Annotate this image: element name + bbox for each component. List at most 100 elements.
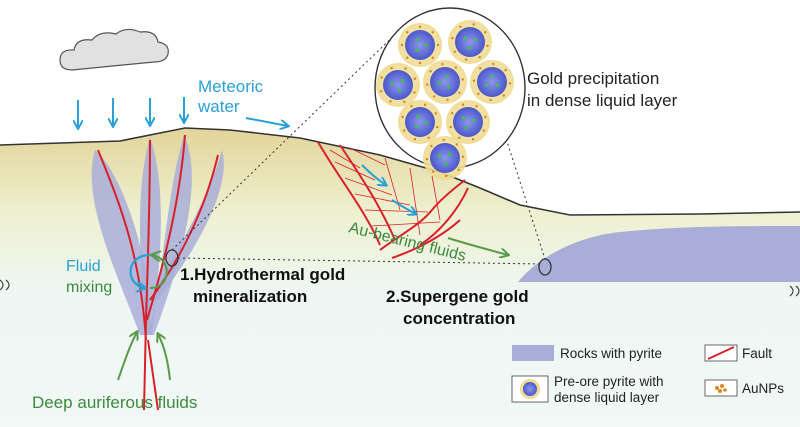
aunp-dot — [472, 23, 476, 26]
gold-nanoparticle — [415, 114, 420, 119]
pyrite-grain — [405, 107, 435, 137]
legend-fault-swatch — [707, 346, 735, 360]
gold-nanoparticle — [447, 152, 452, 157]
aunp-dot — [401, 115, 404, 119]
aunp-dot — [504, 69, 507, 72]
aunp-dot — [431, 31, 434, 34]
gold-nanoparticle — [446, 84, 451, 89]
aunp-dot — [406, 56, 409, 59]
gold-nanoparticle — [414, 124, 419, 129]
aunp-dot — [508, 82, 512, 85]
aunp-dot — [429, 69, 432, 73]
aunp-dot — [458, 91, 461, 95]
aunp-dot — [454, 66, 458, 69]
legend-aunps-label: AuNPs — [742, 381, 784, 396]
supergene-label-2: concentration — [403, 309, 515, 328]
pyrite-grain — [455, 27, 485, 57]
pyrite-grain — [430, 67, 460, 97]
aunp-cluster-icon — [715, 384, 727, 393]
deep-fluid-arrows — [117, 332, 171, 381]
rocks-with-pyrite-body — [518, 226, 800, 282]
aunp-dot — [431, 56, 434, 59]
aunp-dot — [453, 50, 457, 53]
fluid-mixing-label-2: mixing — [66, 279, 112, 296]
gold-nanoparticle — [463, 36, 468, 41]
gold-nanoparticle — [415, 48, 419, 52]
fault-zone — [317, 141, 469, 259]
aunp-dot — [459, 25, 462, 29]
supergene-label-1: 2.Supergene gold — [386, 287, 529, 306]
meteoric-water-label-2: water — [197, 97, 240, 116]
aunp-dot — [431, 170, 435, 173]
gold-nanoparticle — [464, 125, 469, 130]
pyrite-grain-cluster — [376, 20, 514, 180]
aunp-dot — [400, 43, 404, 47]
aunp-dot — [418, 25, 422, 29]
aunp-dot — [472, 79, 476, 82]
break-mark-right — [789, 285, 800, 297]
aunp-dot — [478, 55, 481, 59]
pyrite-grain — [430, 143, 460, 173]
aunp-dot — [441, 62, 444, 66]
legend-preore-label-1: Pre-ore pyrite with — [554, 374, 664, 389]
gold-nanoparticle — [490, 74, 494, 78]
pyrite-grain — [383, 70, 413, 100]
aunp-dot — [475, 105, 478, 108]
gold-nanoparticle — [437, 153, 442, 158]
gold-nanoparticle — [485, 83, 489, 87]
ground-surface-line — [0, 127, 800, 216]
gold-nanoparticle — [471, 118, 476, 123]
aunp-dot — [449, 125, 452, 129]
gold-nanoparticle — [415, 37, 419, 42]
cloud-icon — [59, 28, 169, 71]
aunp-dot — [425, 83, 429, 86]
ground-body — [0, 128, 800, 427]
gold-nanoparticle — [473, 37, 478, 42]
aunp-dot — [389, 100, 392, 103]
break-mark-left — [0, 279, 10, 291]
aunp-dot — [458, 136, 461, 139]
aunp-dot — [423, 103, 427, 106]
legend-preore-label-2: dense liquid layer — [554, 390, 660, 405]
gold-nanoparticle — [424, 120, 428, 125]
gold-nanoparticle — [390, 81, 394, 86]
gold-nanoparticle — [495, 83, 500, 87]
meteoric-water-label-1: Meteoric — [198, 77, 264, 96]
legend-rocks-swatch — [512, 345, 554, 361]
legend: Rocks with pyrite Fault Pre-ore pyrite w… — [511, 344, 784, 405]
aunp-dot — [477, 92, 480, 95]
aunp-dot — [483, 31, 487, 34]
aunp-dot — [461, 155, 465, 158]
aunp-dot — [445, 174, 448, 178]
aunp-dot — [404, 67, 407, 70]
gold-nanoparticle — [400, 78, 405, 83]
aunp-dot — [486, 44, 489, 48]
mixing-swirl-icon — [129, 255, 168, 288]
water-arrow-icon — [78, 97, 288, 128]
aunp-dot — [406, 31, 409, 34]
gold-nanoparticle — [397, 89, 402, 93]
fluid-mixing-label-1: Fluid — [66, 258, 101, 275]
aunp-dot — [482, 129, 485, 132]
aunp-dot — [418, 61, 422, 65]
aunp-dot — [432, 95, 436, 98]
aunp-dot — [479, 67, 482, 70]
pyrite-grain — [453, 107, 483, 137]
aunp-dot — [402, 129, 406, 132]
legend-fault-label: Fault — [742, 346, 772, 361]
aunp-dot — [446, 98, 449, 102]
aunp-dot — [430, 144, 433, 148]
aunp-dot — [492, 62, 495, 66]
aunp-dot — [451, 112, 454, 115]
hydrothermal-label-2: mineralization — [193, 287, 307, 306]
zoom-inset — [374, 7, 526, 180]
aunp-dot — [451, 36, 454, 40]
aunp-dot — [442, 138, 445, 142]
deep-fluids-label: Deep auriferous fluids — [32, 393, 197, 412]
gold-nanoparticle — [424, 43, 428, 47]
gold-nanoparticle — [444, 162, 448, 166]
aunp-dot — [457, 168, 460, 172]
legend-rocks-label: Rocks with pyrite — [560, 346, 662, 361]
